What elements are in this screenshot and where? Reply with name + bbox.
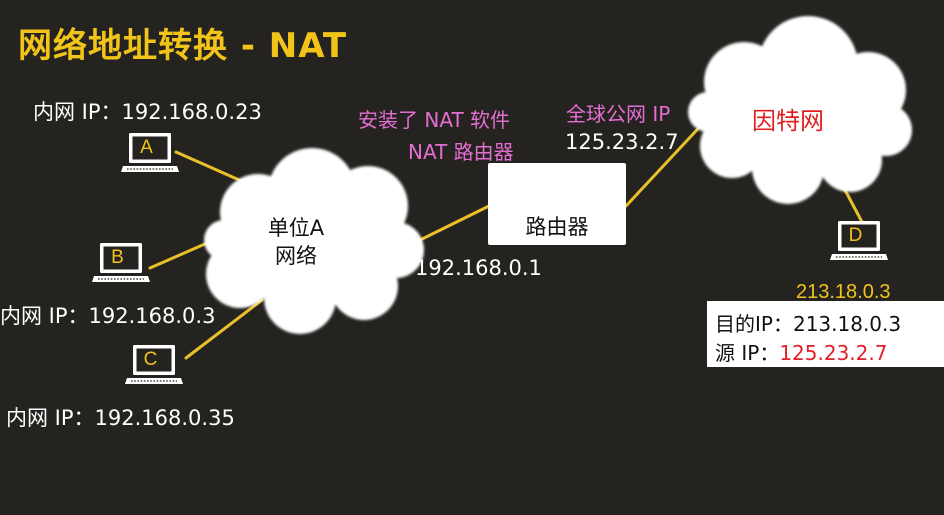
- internet-label: 因特网: [752, 107, 824, 135]
- unit-network-label: 单位A 网络: [256, 214, 336, 270]
- laptop-d-letter: D: [848, 225, 863, 246]
- internet-cloud: [688, 16, 912, 204]
- src-ip-line: 源 IP：125.23.2.7: [715, 337, 887, 366]
- unit-network-label-line1: 单位A: [267, 216, 325, 240]
- link-router-internet: [624, 116, 710, 208]
- dest-ip-label: 目的IP：: [715, 312, 793, 336]
- host-a-ip-label: 内网 IP：192.168.0.23: [33, 100, 262, 124]
- link-c-unit: [184, 298, 264, 360]
- host-d-ip-label: 213.18.0.3: [796, 281, 891, 303]
- laptop-a-letter: A: [140, 137, 153, 158]
- host-b-ip-label: 内网 IP：192.168.0.3: [0, 304, 216, 328]
- router-note-line2: NAT 路由器: [408, 140, 514, 164]
- link-unit-router: [414, 204, 491, 244]
- packet-info-box: 目的IP：213.18.0.3 源 IP：125.23.2.7: [707, 301, 944, 367]
- dest-ip-line: 目的IP：213.18.0.3: [715, 308, 901, 337]
- link-b-unit: [148, 238, 216, 270]
- unit-network-label-line2: 网络: [275, 244, 317, 268]
- router-box: 路由器: [488, 163, 626, 245]
- src-ip-label: 源 IP：: [715, 341, 780, 365]
- public-ip-title: 全球公网 IP: [566, 102, 671, 126]
- src-ip-value: 125.23.2.7: [779, 341, 888, 365]
- page-title: 网络地址转换 - NAT: [18, 26, 348, 66]
- laptop-c-letter: C: [143, 349, 158, 370]
- link-a-unit: [174, 150, 248, 185]
- unit-network-cloud: [204, 148, 424, 334]
- router-label: 路由器: [525, 215, 589, 239]
- public-ip-value: 125.23.2.7: [565, 130, 679, 154]
- router-note-line1: 安装了 NAT 软件: [358, 108, 511, 132]
- laptop-b-letter: B: [111, 247, 124, 268]
- router-inner-ip: 192.168.0.1: [415, 256, 542, 280]
- dest-ip-value: 213.18.0.3: [792, 312, 902, 336]
- host-c-ip-label: 内网 IP：192.168.0.35: [6, 406, 235, 430]
